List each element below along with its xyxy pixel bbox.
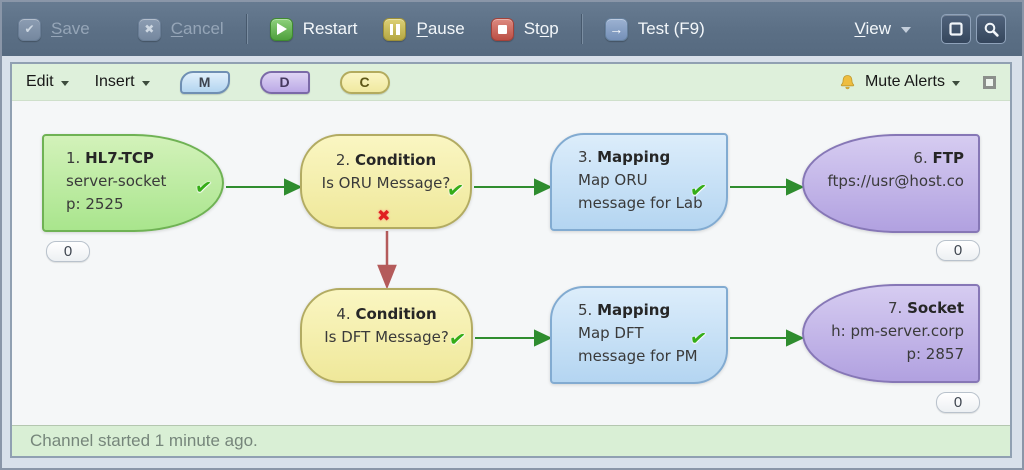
save-label: Save bbox=[51, 19, 90, 38]
pause-button[interactable]: Pause bbox=[383, 17, 465, 41]
chevron-down-icon bbox=[141, 80, 150, 86]
insert-menu-label: Insert bbox=[94, 73, 135, 90]
stop-button[interactable]: Stop bbox=[490, 17, 559, 41]
success-check-icon: ✔ bbox=[193, 173, 214, 201]
view-label: View bbox=[854, 19, 891, 38]
node-detail: ftps://usr@host.co bbox=[827, 172, 964, 190]
node-hl7-tcp-source[interactable]: 1. HL7-TCP server-socket p: 2525 bbox=[42, 134, 224, 232]
chevron-down-icon bbox=[901, 27, 911, 33]
search-icon bbox=[984, 22, 999, 37]
node-ftp-destination[interactable]: 6. FTP ftps://usr@host.co bbox=[802, 134, 980, 233]
channel-panel: Edit Insert M D C Mute Alerts bbox=[10, 62, 1012, 458]
pause-icon bbox=[383, 17, 407, 41]
main-toolbar: ✔ Save ✖ Cancel Restart Pause Stop → Tes… bbox=[2, 2, 1022, 56]
message-count-badge[interactable]: 0 bbox=[936, 240, 980, 261]
insert-destination-shape-button[interactable]: D bbox=[259, 70, 310, 94]
test-button[interactable]: → Test (F9) bbox=[604, 17, 705, 41]
bell-icon bbox=[840, 74, 855, 89]
node-title: 2. Condition bbox=[335, 151, 437, 169]
mute-alerts-label: Mute Alerts bbox=[864, 73, 945, 90]
cancel-x-icon: ✖ bbox=[137, 17, 161, 41]
success-check-icon: ✔ bbox=[447, 325, 468, 353]
edit-menu-label: Edit bbox=[26, 73, 54, 90]
node-detail: server-socket bbox=[66, 172, 167, 190]
workflow-canvas: 1. HL7-TCP server-socket p: 2525 2. Cond… bbox=[12, 101, 1010, 425]
error-x-icon: ✖ bbox=[377, 206, 391, 225]
restart-button[interactable]: Restart bbox=[269, 17, 358, 41]
insert-mapping-shape-button[interactable]: M bbox=[179, 70, 230, 94]
view-menu[interactable]: View bbox=[854, 19, 911, 39]
restart-label: Restart bbox=[302, 19, 358, 38]
success-check-icon: ✔ bbox=[688, 176, 709, 204]
toolbar-separator bbox=[580, 14, 583, 44]
chevron-down-icon bbox=[952, 80, 960, 86]
node-detail: p: 2525 bbox=[66, 195, 124, 213]
insert-condition-shape-button[interactable]: C bbox=[339, 70, 390, 94]
node-detail: Is ORU Message? bbox=[321, 174, 451, 192]
stop-label: Stop bbox=[523, 19, 559, 38]
pause-label: Pause bbox=[416, 19, 465, 38]
chevron-down-icon bbox=[60, 80, 69, 86]
node-title: 7. Socket bbox=[887, 299, 964, 317]
message-count-badge[interactable]: 0 bbox=[936, 392, 980, 413]
mute-alerts-menu[interactable]: Mute Alerts bbox=[865, 73, 960, 91]
node-detail: Is DFT Message? bbox=[324, 328, 449, 346]
node-detail: message for Lab bbox=[578, 194, 703, 212]
edit-menu[interactable]: Edit bbox=[26, 73, 69, 91]
maximize-button[interactable] bbox=[941, 14, 971, 44]
save-check-icon: ✔ bbox=[18, 17, 41, 41]
status-bar: Channel started 1 minute ago. bbox=[12, 425, 1010, 456]
node-title: 6. FTP bbox=[913, 149, 964, 167]
cancel-button[interactable]: ✖ Cancel bbox=[137, 17, 224, 41]
collapse-panel-icon[interactable] bbox=[983, 75, 996, 89]
node-title: 5. Mapping bbox=[578, 301, 671, 319]
success-check-icon: ✔ bbox=[688, 324, 709, 352]
node-detail: p: 2857 bbox=[906, 345, 964, 363]
node-title: 3. Mapping bbox=[578, 148, 671, 166]
node-detail: Map ORU bbox=[578, 171, 648, 189]
node-title: 4. Condition bbox=[336, 305, 437, 323]
node-condition-oru[interactable]: 2. Condition Is ORU Message? bbox=[300, 134, 472, 229]
status-text: Channel started 1 minute ago. bbox=[30, 431, 258, 450]
insert-menu[interactable]: Insert bbox=[95, 73, 150, 91]
node-socket-destination[interactable]: 7. Socket h: pm-server.corp p: 2857 bbox=[802, 284, 980, 383]
node-mapping-pm[interactable]: 5. Mapping Map DFT message for PM bbox=[550, 286, 728, 384]
success-check-icon: ✔ bbox=[445, 176, 466, 204]
node-detail: Map DFT bbox=[578, 324, 644, 342]
message-count-badge[interactable]: 0 bbox=[46, 241, 90, 262]
node-title: 1. HL7-TCP bbox=[66, 149, 154, 167]
toolbar-separator bbox=[245, 14, 248, 44]
stop-icon bbox=[490, 17, 514, 41]
restart-play-icon bbox=[269, 17, 293, 41]
node-mapping-lab[interactable]: 3. Mapping Map ORU message for Lab bbox=[550, 133, 728, 231]
test-arrow-icon: → bbox=[604, 17, 628, 41]
node-detail: h: pm-server.corp bbox=[831, 322, 964, 340]
cancel-label: Cancel bbox=[170, 19, 224, 38]
canvas-menubar: Edit Insert M D C Mute Alerts bbox=[12, 64, 1010, 101]
maximize-icon bbox=[949, 22, 963, 36]
node-detail: message for PM bbox=[578, 347, 698, 365]
test-label: Test (F9) bbox=[637, 19, 705, 38]
save-button[interactable]: ✔ Save bbox=[18, 17, 90, 41]
node-condition-dft[interactable]: 4. Condition Is DFT Message? bbox=[300, 288, 473, 383]
search-button[interactable] bbox=[976, 14, 1006, 44]
